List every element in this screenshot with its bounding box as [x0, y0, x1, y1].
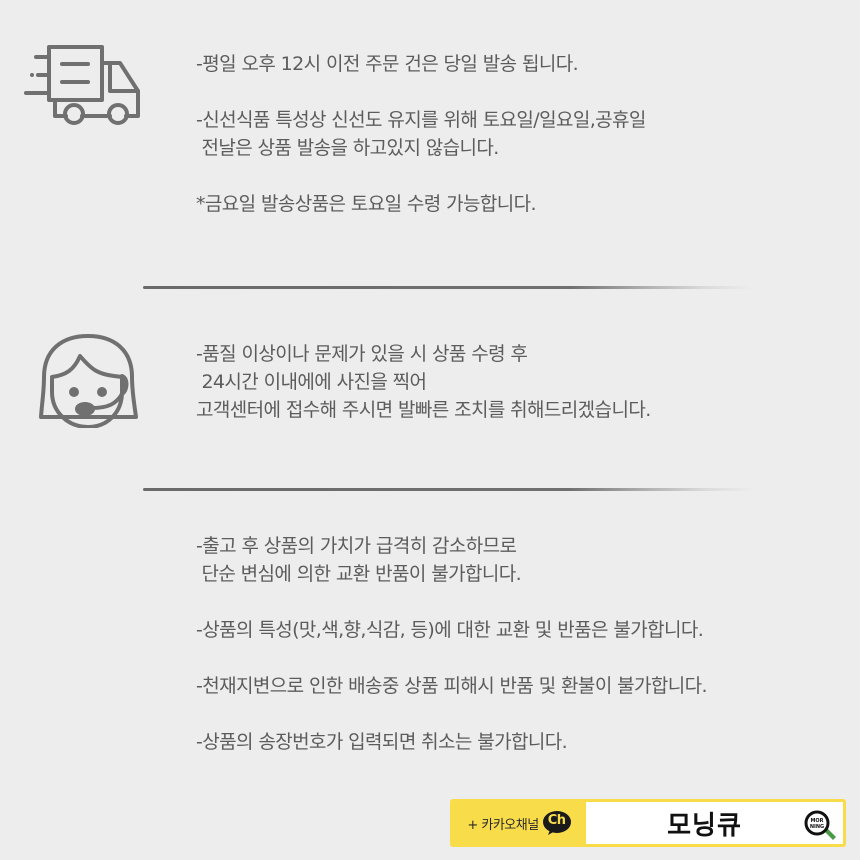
divider: [143, 488, 753, 491]
returns-line: -상품의 송장번호가 입력되면 취소는 불가합니다.: [196, 731, 568, 753]
cs-line: 고객센터에 접수해 주시면 발빠른 조치를 취해드리겠습니다.: [196, 399, 651, 421]
shipping-line: *금요일 발송상품은 토요일 수령 가능합니다.: [196, 193, 537, 215]
brand-box: 모닝큐 MOR NING: [586, 802, 843, 844]
returns-notice: -출고 후 상품의 가치가 급격히 감소하므로 단순 변심에 의한 교환 반품이…: [196, 532, 708, 756]
returns-line: -천재지변으로 인한 배송중 상품 피해시 반품 및 환불이 불가합니다.: [196, 675, 708, 697]
add-kakao-channel-button[interactable]: + 카카오채널 Ch: [453, 802, 586, 844]
shipping-line: -신선식품 특성상 신선도 유지를 위해 토요일/일요일,공휴일: [196, 109, 646, 131]
customer-service-notice: -품질 이상이나 문제가 있을 시 상품 수령 후 24시간 이내에에 사진을 …: [196, 340, 651, 424]
brand-name: 모닝큐: [667, 810, 742, 841]
spacer: [196, 644, 707, 672]
cs-line: -품질 이상이나 문제가 있을 시 상품 수령 후: [196, 343, 528, 365]
delivery-truck-icon: [24, 44, 142, 128]
customer-service-agent-icon: [36, 332, 142, 429]
shipping-line: -평일 오후 12시 이전 주문 건은 당일 발송 됩니다.: [196, 53, 579, 75]
returns-line: 단순 변심에 의한 교환 반품이 불가합니다.: [196, 563, 522, 585]
svg-text:MOR: MOR: [810, 818, 823, 824]
kakao-ch-icon: Ch: [542, 810, 572, 836]
divider: [143, 286, 753, 289]
kakao-channel-banner[interactable]: + 카카오채널 Ch 모닝큐 MOR NING: [450, 799, 846, 847]
morning-logo-icon: MOR NING: [803, 808, 837, 842]
spacer: [196, 78, 646, 106]
spacer: [196, 588, 707, 616]
spacer: [196, 700, 707, 728]
returns-line: -상품의 특성(맛,색,향,식감, 등)에 대한 교환 및 반품은 불가합니다.: [196, 619, 704, 641]
kakao-channel-label: + 카카오채널: [467, 817, 539, 833]
shipping-notice: -평일 오후 12시 이전 주문 건은 당일 발송 됩니다. -신선식품 특성상…: [196, 50, 646, 218]
spacer: [196, 162, 646, 190]
svg-text:NING: NING: [810, 824, 824, 830]
shipping-line: 전날은 상품 발송을 하고있지 않습니다.: [196, 137, 499, 159]
cs-line: 24시간 이내에에 사진을 찍어: [196, 371, 427, 393]
returns-line: -출고 후 상품의 가치가 급격히 감소하므로: [196, 535, 517, 557]
